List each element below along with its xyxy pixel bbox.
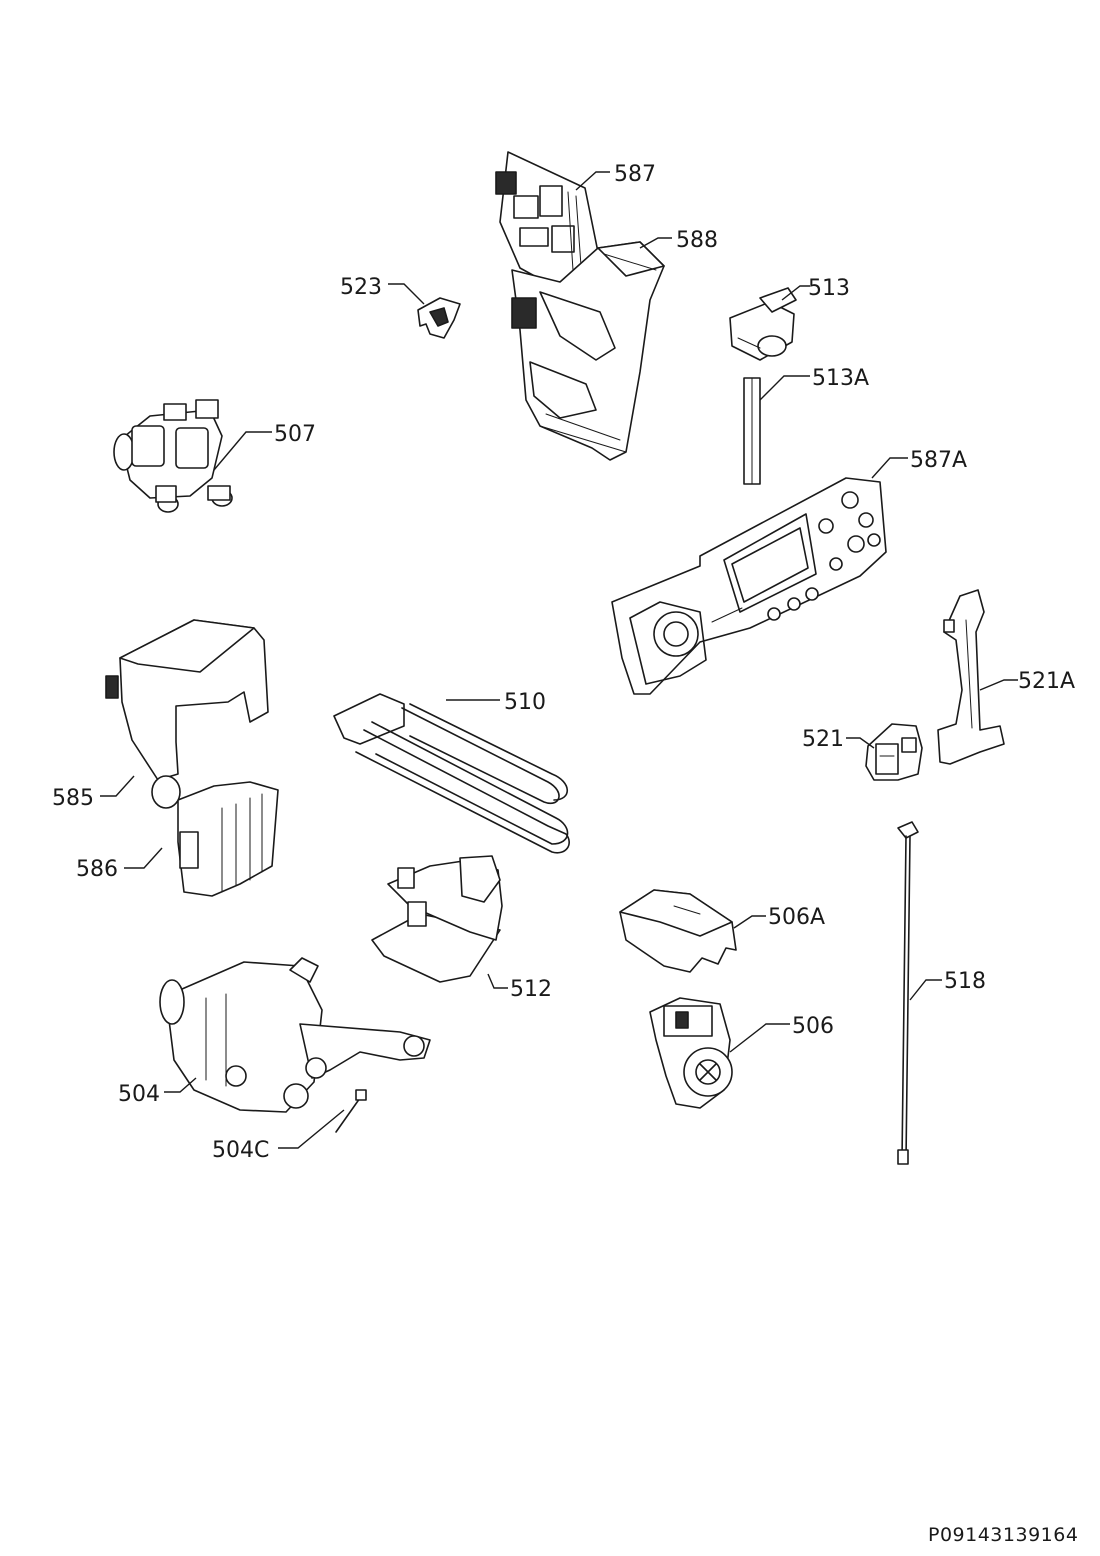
label-507: 507 (274, 422, 316, 447)
label-518: 518 (944, 969, 986, 994)
label-588: 588 (676, 228, 718, 253)
label-523: 523 (340, 275, 382, 300)
part-506-drain-pump (649, 997, 733, 1109)
part-521-door-lock (865, 723, 923, 781)
part-513A-rod (743, 377, 761, 485)
label-506A: 506A (768, 905, 825, 930)
part-504-motor (159, 957, 431, 1113)
label-586: 586 (76, 857, 118, 882)
part-587A-control-panel (611, 477, 887, 695)
label-587: 587 (614, 162, 656, 187)
part-504C-screw (335, 1089, 367, 1133)
label-504: 504 (118, 1082, 160, 1107)
part-510-heater (333, 693, 570, 854)
part-513-component (729, 287, 797, 361)
label-521: 521 (802, 727, 844, 752)
part-512-bracket (371, 855, 503, 983)
part-521A-lock-rail (937, 589, 1005, 765)
label-506: 506 (792, 1014, 834, 1039)
part-507-inlet-valve (113, 399, 233, 513)
part-523-clip (417, 297, 461, 339)
part-506A-cover (619, 889, 737, 973)
part-518-wire-rod (897, 821, 919, 1165)
label-510: 510 (504, 690, 546, 715)
label-512: 512 (510, 977, 552, 1002)
leader-lines (100, 171, 1018, 1149)
label-513A: 513A (812, 366, 869, 391)
part-585-cover (105, 619, 269, 781)
part-586-block (151, 775, 279, 897)
label-504C: 504C (212, 1138, 269, 1163)
label-513: 513 (808, 276, 850, 301)
document-code: P09143139164 (928, 1524, 1079, 1546)
part-588-board-housing (511, 241, 665, 461)
label-585: 585 (52, 786, 94, 811)
part-587-main-control-board (495, 151, 601, 307)
label-587A: 587A (910, 448, 967, 473)
part-labels: 587 588 523 513 513A 507 587A 521A 510 5… (52, 162, 1075, 1163)
label-521A: 521A (1018, 669, 1075, 694)
